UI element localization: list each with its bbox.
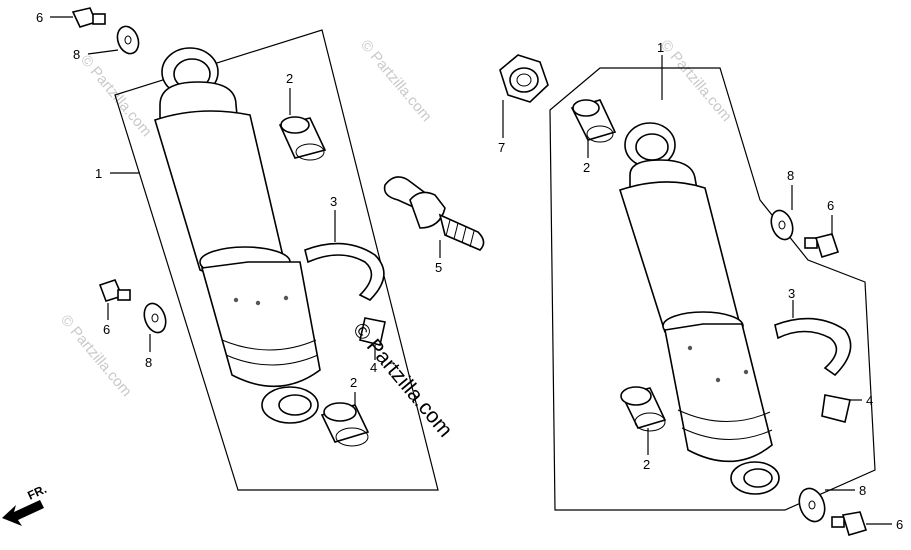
- left-bolt-mid[interactable]: [98, 279, 131, 302]
- direction-label: FR.: [25, 482, 48, 503]
- left-callouts: 1 2 2 3 4 5 6 8 6 8: [36, 10, 442, 406]
- right-label[interactable]: [821, 394, 851, 423]
- right-bolt-mid[interactable]: [804, 233, 840, 259]
- right-washer-bottom[interactable]: [795, 485, 829, 525]
- front-direction-indicator: FR.: [2, 482, 49, 526]
- left-clip[interactable]: [304, 242, 385, 301]
- callout-1: 1: [657, 40, 664, 55]
- callout-8: 8: [73, 47, 80, 62]
- callout-6: 6: [36, 10, 43, 25]
- left-bushing-top[interactable]: [278, 116, 327, 161]
- left-label[interactable]: [359, 317, 386, 346]
- callout-1: 1: [95, 166, 102, 181]
- callout-3: 3: [788, 286, 795, 301]
- left-washer-top[interactable]: [114, 23, 142, 56]
- watermark-text: © Partzilla.com: [77, 52, 155, 140]
- watermark-text: © Partzilla.com: [57, 312, 135, 400]
- left-boundary: [114, 29, 439, 491]
- callout-8: 8: [145, 355, 152, 370]
- right-boundary: [549, 67, 876, 511]
- left-stud[interactable]: [383, 176, 485, 251]
- callout-6: 6: [103, 322, 110, 337]
- right-shock-absorber[interactable]: [618, 122, 780, 495]
- right-bushing-bottom[interactable]: [620, 386, 667, 432]
- callout-2: 2: [583, 160, 590, 175]
- callout-2: 2: [643, 457, 650, 472]
- callout-8: 8: [787, 168, 794, 183]
- watermark-text: © Partzilla.com: [657, 37, 735, 125]
- callout-2: 2: [350, 375, 357, 390]
- right-washer-mid[interactable]: [767, 207, 796, 242]
- left-assembly: 1 2 2 3 4 5 6 8 6 8: [36, 7, 485, 491]
- right-clip[interactable]: [774, 317, 852, 377]
- right-bushing-top[interactable]: [570, 99, 617, 143]
- callout-7: 7: [498, 140, 505, 155]
- callout-4: 4: [370, 360, 377, 375]
- left-shock-absorber[interactable]: [154, 47, 321, 424]
- left-bushing-bottom[interactable]: [320, 402, 370, 447]
- right-bolt-bottom[interactable]: [831, 511, 868, 536]
- callout-5: 5: [435, 260, 442, 275]
- left-washer-mid[interactable]: [140, 300, 169, 335]
- callout-4: 4: [866, 393, 873, 408]
- callout-6: 6: [827, 198, 834, 213]
- right-nut[interactable]: [499, 54, 549, 103]
- callout-6: 6: [896, 517, 903, 532]
- left-bolt-top[interactable]: [71, 7, 106, 28]
- right-assembly: 1 7 2 2 3 4 8 6 8 6: [498, 40, 903, 536]
- right-callouts: 1 7 2 2 3 4 8 6 8 6: [498, 40, 903, 532]
- callout-2: 2: [286, 71, 293, 86]
- arrow-icon: [2, 500, 44, 526]
- callout-3: 3: [330, 194, 337, 209]
- watermark-text: © Partzilla.com: [357, 37, 435, 125]
- callout-8: 8: [859, 483, 866, 498]
